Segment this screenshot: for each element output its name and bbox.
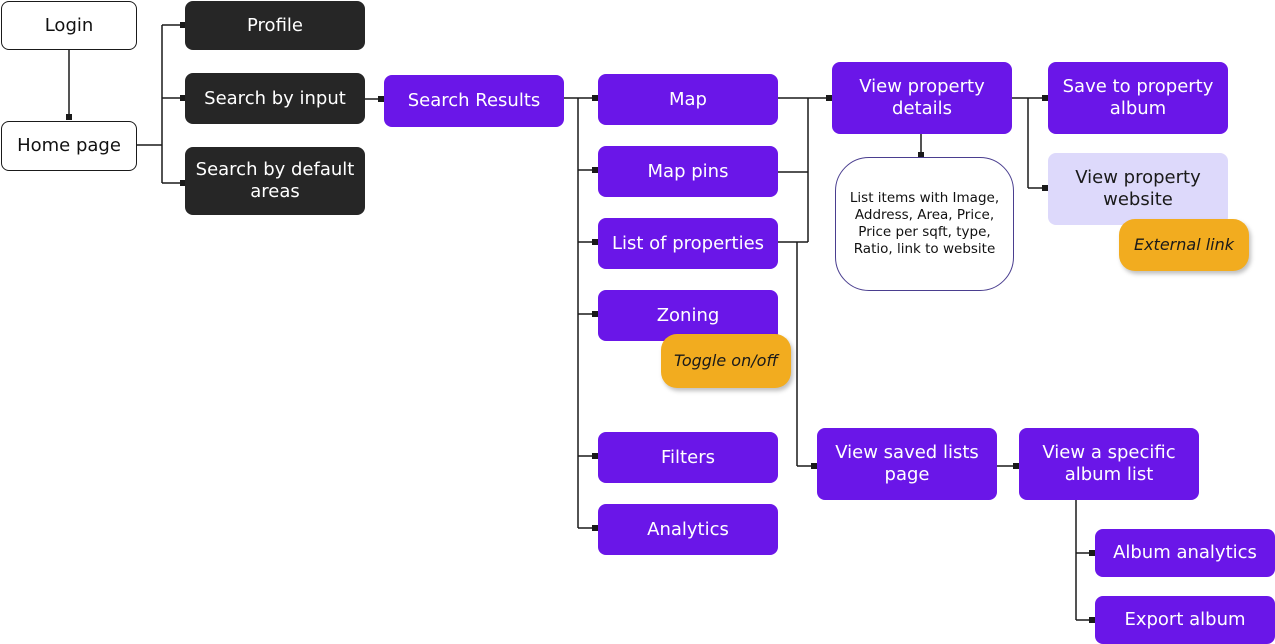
view-specific-album-list-node: View a specific album list (1019, 428, 1199, 500)
junction-marker (180, 180, 186, 186)
map-node: Map (598, 74, 778, 125)
junction-marker (811, 463, 817, 469)
search-by-input-node: Search by input (185, 73, 365, 124)
map-pins-node: Map pins (598, 146, 778, 197)
junction-marker (180, 22, 186, 28)
junction-marker (66, 114, 72, 120)
junction-marker (378, 96, 384, 102)
profile-node: Profile (185, 1, 365, 50)
junction-marker (592, 95, 598, 101)
list-of-properties-node: List of properties (598, 218, 778, 269)
toggle-tag: Toggle on/off (661, 334, 791, 388)
search-results-node: Search Results (384, 75, 564, 127)
export-album-node: Export album (1095, 596, 1275, 644)
search-by-default-areas-node: Search by default areas (185, 147, 365, 215)
junction-marker (592, 167, 598, 173)
external-link-tag: External link (1119, 219, 1249, 271)
junction-marker (592, 239, 598, 245)
view-saved-lists-page-node: View saved lists page (817, 428, 997, 500)
filters-node: Filters (598, 432, 778, 483)
login-node: Login (1, 1, 137, 50)
save-to-property-album-node: Save to property album (1048, 62, 1228, 134)
junction-marker (1042, 185, 1048, 191)
home-page-node: Home page (1, 121, 137, 171)
junction-marker (1013, 463, 1019, 469)
list-items-note: List items with Image, Address, Area, Pr… (835, 157, 1014, 291)
junction-marker (1089, 617, 1095, 623)
junction-marker (180, 95, 186, 101)
junction-marker (826, 95, 832, 101)
junction-marker (592, 453, 598, 459)
view-property-details-node: View property details (832, 62, 1012, 134)
junction-marker (592, 311, 598, 317)
junction-marker (592, 525, 598, 531)
album-analytics-node: Album analytics (1095, 529, 1275, 577)
junction-marker (1042, 95, 1048, 101)
zoning-node: Zoning (598, 290, 778, 341)
view-property-website-node: View property website (1048, 153, 1228, 225)
analytics-node: Analytics (598, 504, 778, 555)
junction-marker (1089, 550, 1095, 556)
junction-marker (918, 152, 924, 158)
